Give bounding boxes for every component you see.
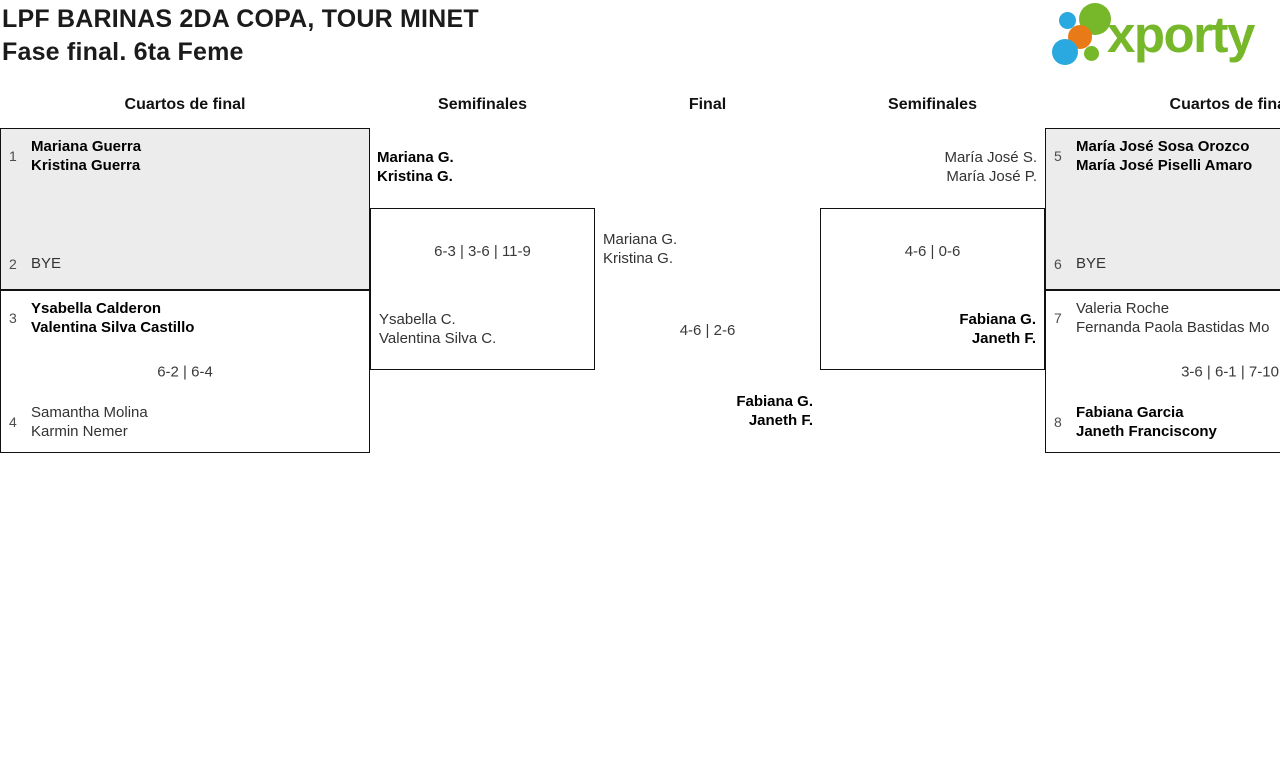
match-score-sf-right: 4-6 | 0-6 [904,243,961,260]
logo-dot-blue-large [1052,39,1078,65]
logo-dot-green-small [1084,46,1099,61]
round-header-qf-left: Cuartos de final [124,96,246,113]
team-mariana-kristina[interactable]: Mariana Guerra Kristina Guerra [31,138,142,174]
seed-number: 3 [9,310,17,326]
team-ysabella-valentina[interactable]: Ysabella Calderon Valentina Silva Castil… [31,300,195,336]
team-final-winner[interactable]: Fabiana G. Janeth F. [736,393,813,429]
seed-number: 1 [9,148,17,164]
page-title: LPF BARINAS 2DA COPA, TOUR MINET [2,5,479,33]
team-final-left[interactable]: Mariana G. Kristina G. [603,231,678,267]
round-header-qf-right: Cuartos de final [1169,96,1280,113]
match-score-final: 4-6 | 2-6 [679,322,736,339]
match-box-sf-left: 6-3 | 3-6 | 11-9 Ysabella C. Valentina S… [370,208,595,370]
xporty-logo[interactable]: xporty [1050,0,1278,78]
round-header-sf-right: Semifinales [888,96,977,113]
team-valeria-fernanda[interactable]: Valeria Roche Fernanda Paola Bastidas Mo [1076,300,1270,336]
round-header-sf-left: Semifinales [438,96,527,113]
team-sf-left-winner[interactable]: Mariana G. Kristina G. [377,149,454,185]
team-sf-left-loser[interactable]: Ysabella C. Valentina Silva C. [379,311,497,347]
team-fabiana-janeth[interactable]: Fabiana Garcia Janeth Franciscony [1076,404,1217,440]
match-box-sf-right: 4-6 | 0-6 Fabiana G. Janeth F. [820,208,1045,370]
bye-label: BYE [31,255,62,272]
seed-number: 4 [9,414,17,430]
seed-number: 5 [1054,148,1062,164]
seed-number: 2 [9,255,17,272]
seed-number: 6 [1054,255,1062,272]
round-header-final: Final [688,96,727,113]
page-subtitle: Fase final. 6ta Feme [2,38,244,66]
match-score-sf-left: 6-3 | 3-6 | 11-9 [434,243,531,260]
bye-label: BYE [1076,255,1107,272]
match-box-qf-right-top: 5 María José Sosa Orozco María José Pise… [1045,128,1280,290]
team-sf-right-winner[interactable]: Fabiana G. Janeth F. [959,311,1036,347]
title-block: LPF BARINAS 2DA COPA, TOUR MINET Fase fi… [2,3,479,69]
match-score-qf-left: 6-2 | 6-4 [157,363,213,380]
match-box-qf-right-bottom: 7 Valeria Roche Fernanda Paola Bastidas … [1045,290,1280,453]
seed-number: 8 [1054,414,1062,430]
logo-dot-blue-small [1059,12,1076,29]
match-box-qf-left-top: 1 Mariana Guerra Kristina Guerra 2 BYE [0,128,370,290]
team-mariajose-mariajose[interactable]: María José Sosa Orozco María José Pisell… [1076,138,1253,174]
team-sf-right-loser[interactable]: María José S. María José P. [944,149,1037,185]
match-score-qf-right: 3-6 | 6-1 | 7-10 [1181,363,1279,380]
team-samantha-karmin[interactable]: Samantha Molina Karmin Nemer [31,404,148,440]
match-box-qf-left-bottom: 3 Ysabella Calderon Valentina Silva Cast… [0,290,370,453]
seed-number: 7 [1054,310,1062,326]
xporty-logo-text: xporty [1107,6,1255,63]
